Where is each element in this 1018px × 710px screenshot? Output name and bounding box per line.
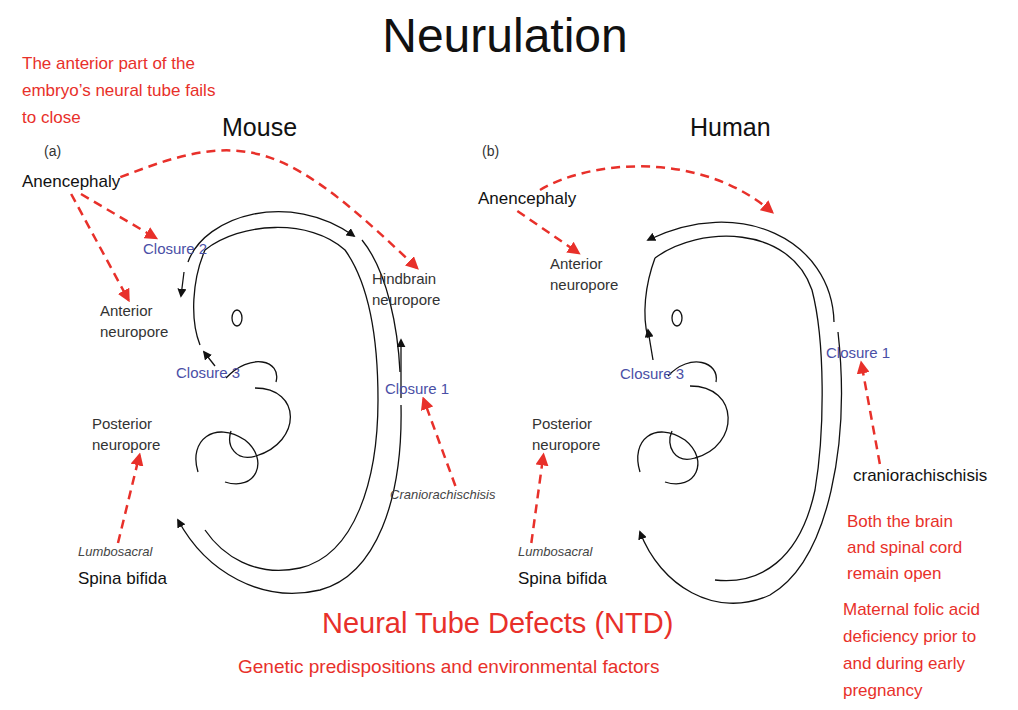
defect-name: craniorachischisis — [853, 464, 987, 488]
closure-site: Closure 2 — [143, 238, 207, 259]
closure-arrow — [648, 330, 653, 360]
embryo-outline — [655, 236, 822, 580]
defect-arrow — [861, 363, 880, 464]
node-text: Lumbosacral — [78, 543, 167, 561]
defect-name: Anencephaly — [478, 187, 576, 211]
defect-arrow — [118, 455, 140, 543]
embryo-outline — [194, 250, 205, 345]
neuropore-label: Posterior neuropore — [532, 413, 627, 455]
human-embryo — [638, 222, 842, 603]
closure-site: Closure 1 — [385, 378, 449, 399]
panel-title: Human — [690, 112, 771, 142]
note-text: The anterior part of the embryo’s neural… — [22, 50, 218, 131]
node-text: Closure 2 — [143, 238, 207, 259]
neuropore-label: Anterior neuropore — [550, 253, 645, 295]
node-text: Closure 3 — [176, 362, 240, 383]
node-text: Anencephaly — [478, 187, 576, 211]
closure-arrow — [178, 405, 401, 593]
defect-name: Anencephaly — [22, 170, 120, 194]
defect-arrow — [531, 455, 543, 543]
node-text: Closure 3 — [620, 363, 684, 384]
node-text: Posterior neuropore — [532, 413, 627, 455]
node-text: Hindbrain neuropore — [372, 268, 472, 310]
closure-site: Closure 3 — [176, 362, 240, 383]
node-text: Closure 1 — [385, 378, 449, 399]
panel-letter: (a) — [44, 143, 61, 160]
otic-vesicle — [232, 310, 242, 326]
tail-curl — [196, 432, 258, 484]
heart-bulge — [230, 388, 291, 457]
closure-arrow — [181, 272, 184, 296]
node-subtext: Spina bifida — [518, 567, 607, 591]
embryo-outline — [645, 258, 655, 338]
node-text: Anencephaly — [22, 170, 120, 194]
node-text: Lumbosacral — [518, 543, 607, 561]
heart-bulge — [670, 386, 728, 459]
closure-site: Closure 3 — [620, 363, 684, 384]
node-subtext: Spina bifida — [78, 567, 167, 591]
defect-arrow — [120, 150, 417, 268]
node-text: Posterior neuropore — [92, 413, 187, 455]
note-text: Maternal folic acid deficiency prior to … — [843, 596, 1008, 704]
panel-title: Mouse — [222, 112, 297, 142]
defect-name: LumbosacralSpina bifida — [78, 543, 167, 591]
node-text: craniorachischisis — [853, 464, 987, 488]
closure-arrow — [188, 212, 354, 262]
closure-arrow — [204, 352, 215, 366]
tail-curl — [638, 432, 698, 484]
node-text: Anterior neuropore — [100, 300, 195, 342]
closure-site: Closure 1 — [826, 342, 890, 363]
defect-name: LumbosacralSpina bifida — [518, 543, 607, 591]
section-heading: Neural Tube Defects (NTD) — [322, 606, 673, 641]
neuropore-label: Hindbrain neuropore — [372, 268, 472, 310]
defect-arrow — [71, 194, 128, 300]
defect-name: Craniorachischisis — [390, 486, 495, 504]
node-text: Closure 1 — [826, 342, 890, 363]
defect-arrow — [424, 399, 456, 486]
neuropore-label: Posterior neuropore — [92, 413, 187, 455]
note-text: Both the brain and spinal cord remain op… — [847, 509, 977, 587]
defect-arrow — [81, 194, 156, 238]
neuropore-label: Anterior neuropore — [100, 300, 195, 342]
panel-letter: (b) — [482, 143, 499, 160]
defect-arrow — [517, 211, 578, 253]
node-text: Craniorachischisis — [390, 486, 495, 504]
connector-group — [71, 150, 880, 543]
node-text: Anterior neuropore — [550, 253, 645, 295]
embryo-outline — [205, 227, 378, 570]
otic-vesicle — [672, 310, 682, 326]
mouse-embryo — [178, 212, 401, 594]
subheading: Genetic predispositions and environmenta… — [238, 655, 659, 678]
